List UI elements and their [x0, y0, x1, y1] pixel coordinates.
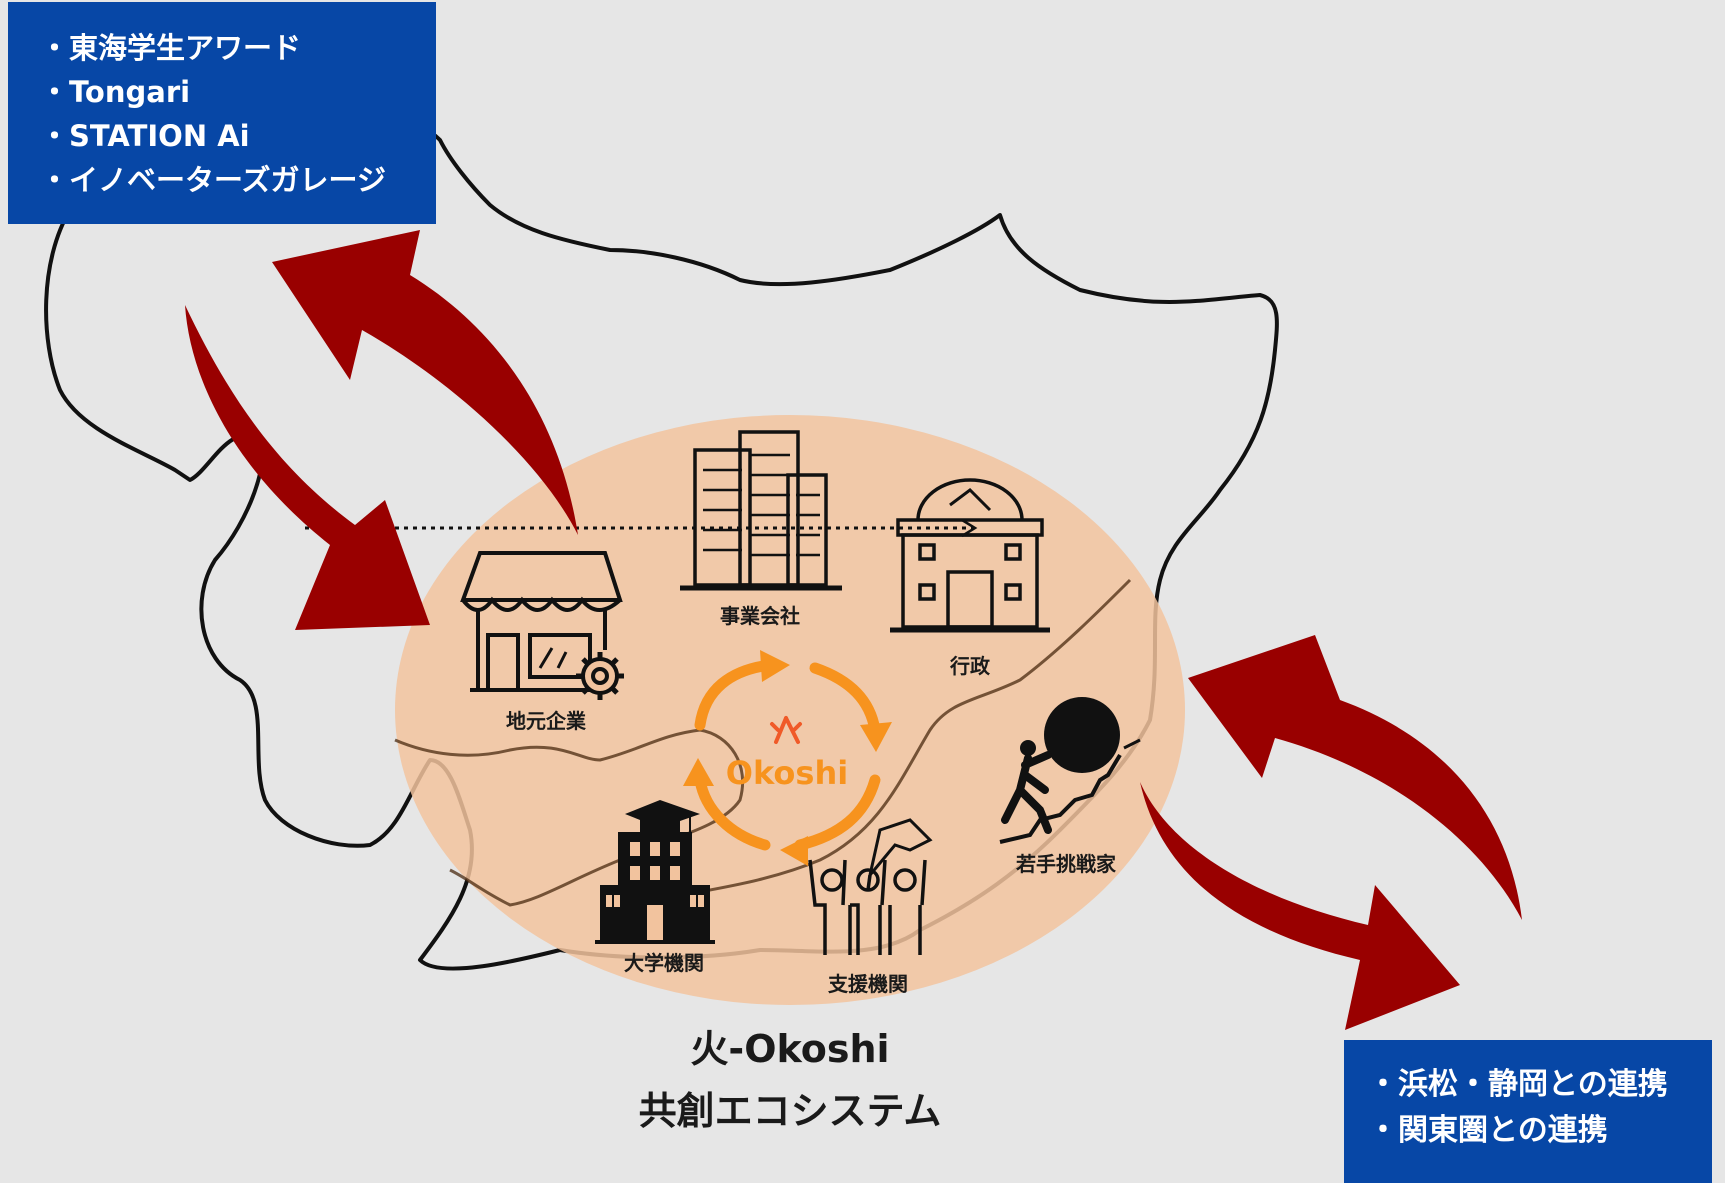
label-university: 大学機関	[624, 951, 704, 975]
label-young-challenger: 若手挑戦家	[1016, 852, 1116, 876]
region-line-east	[659, 578, 1132, 902]
bottom-right-info-box: ・浜松・静岡との連携 ・関東圏との連携	[1344, 1040, 1712, 1183]
cycle-arrow-top	[694, 659, 776, 731]
title-line-1: 火-Okoshi	[690, 1027, 890, 1071]
arrow-into-ellipse-from-left	[185, 305, 430, 630]
label-business-company: 事業会社	[720, 604, 800, 628]
cycle-head-left	[683, 758, 714, 786]
region-line-west	[394, 728, 745, 907]
okoshi-logo: Okoshi	[726, 716, 848, 792]
list-item: ・Tongari	[40, 75, 191, 109]
list-item: ・関東圏との連携	[1368, 1113, 1608, 1148]
label-government: 行政	[950, 654, 990, 678]
cycle-head-right	[860, 722, 892, 752]
government-building-icon	[890, 478, 1050, 633]
label-local-company: 地元企業	[506, 709, 586, 733]
climber-icon	[999, 697, 1141, 844]
okoshi-logo-text: Okoshi	[726, 754, 848, 792]
list-item: ・東海学生アワード	[40, 31, 302, 65]
label-support-org: 支援機関	[828, 972, 908, 996]
title-line-2: 共創エコシステム	[638, 1089, 942, 1133]
gear-icon	[576, 652, 624, 700]
ecosystem-ellipse	[395, 415, 1185, 1005]
red-arrows	[185, 230, 1522, 1030]
diagram-title: 火-Okoshi 共創エコシステム	[639, 1018, 942, 1142]
arrow-out-to-bottom-right-box	[1140, 782, 1460, 1030]
cycle-head-bottom	[780, 836, 808, 866]
store-icon	[460, 551, 623, 692]
cycle-arrowheads	[683, 650, 892, 866]
top-left-info-box: ・東海学生アワード ・Tongari ・STATION Ai ・イノベーターズガ…	[8, 2, 436, 224]
cycle-arrow-left	[694, 774, 771, 851]
list-item: ・浜松・静岡との連携	[1368, 1067, 1668, 1102]
list-item: ・イノベーターズガレージ	[40, 163, 386, 197]
arrow-into-ellipse-from-right	[1188, 635, 1522, 920]
university-icon	[595, 800, 715, 944]
fire-icon	[770, 716, 802, 744]
cycle-arrow-right	[809, 662, 881, 736]
office-buildings-icon	[680, 430, 842, 591]
support-people-icon	[808, 818, 933, 955]
cycle-arrow-bottom	[794, 774, 881, 851]
arrow-out-to-top-left-box	[272, 230, 578, 535]
cycle-head-top	[760, 650, 790, 682]
list-item: ・STATION Ai	[40, 119, 250, 153]
cycle-arrows	[694, 659, 881, 851]
